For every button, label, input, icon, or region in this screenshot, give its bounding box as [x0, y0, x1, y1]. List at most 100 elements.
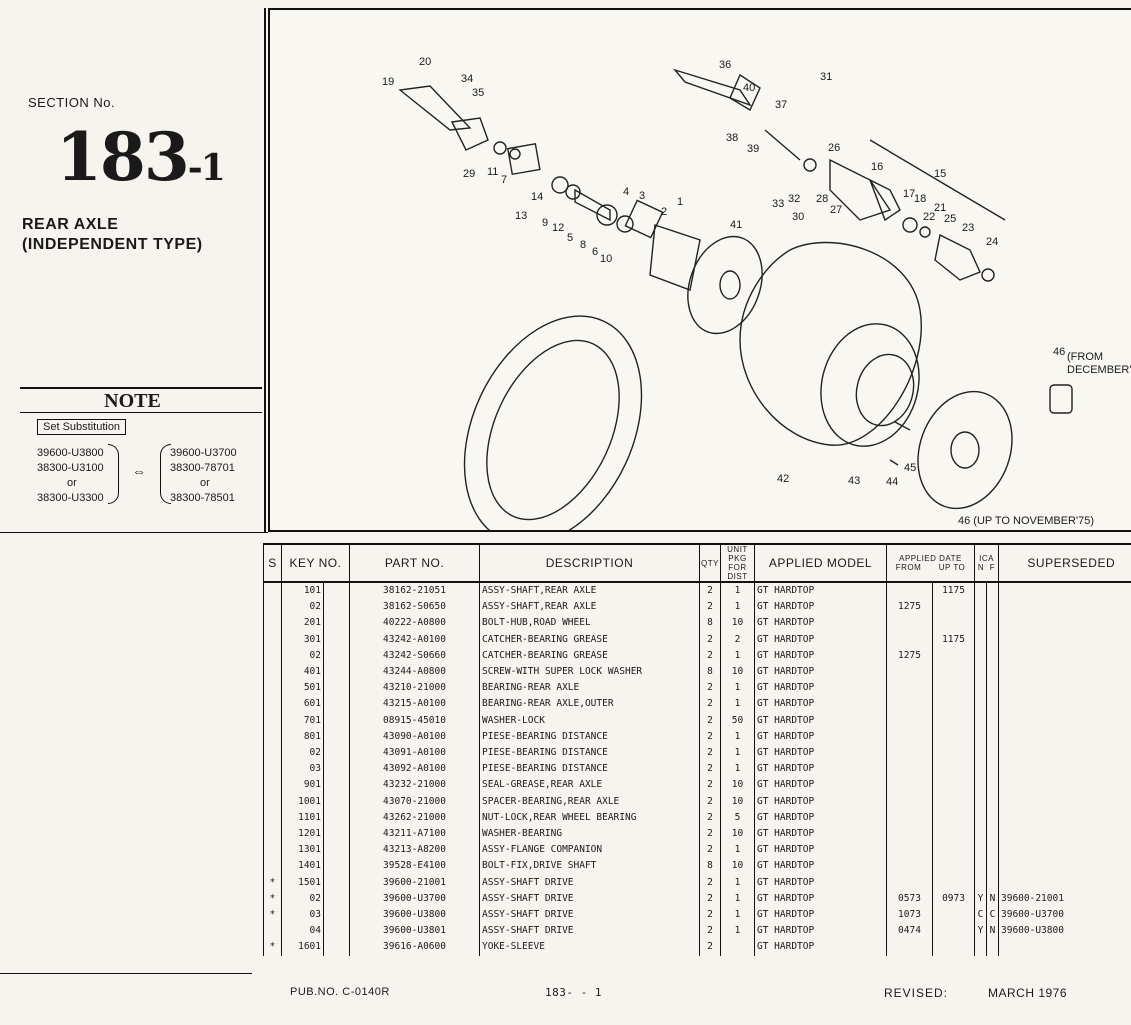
row-n: [974, 826, 987, 843]
row-pkg: 5: [720, 809, 755, 827]
row-upto: [931, 939, 975, 956]
row-from: [886, 712, 933, 729]
row-pkg: 1: [720, 582, 755, 600]
tire-drawing: [463, 315, 643, 530]
row-qty: 2: [699, 680, 721, 697]
row-s: [263, 664, 282, 681]
row-part: 43242-A0100: [349, 631, 480, 648]
row-desc: BEARING-REAR AXLE,OUTER: [479, 696, 700, 713]
row-pkg: 1: [720, 923, 755, 940]
row-qty: 2: [699, 907, 721, 924]
callout-19: 19: [382, 76, 395, 88]
subst-right-2: 38300-78701: [170, 462, 235, 474]
row-spacer: [323, 712, 350, 729]
parts-table-container: S KEY NO. PART NO. DESCRIPTION QTY UNIT …: [263, 543, 1131, 973]
row-f: [986, 728, 999, 746]
row-part: 39600-U3700: [349, 890, 480, 908]
row-from: [886, 664, 933, 681]
row-f: C: [986, 907, 999, 924]
callout-32: 32: [788, 193, 801, 205]
distance-piece-drawing: [574, 188, 611, 222]
drive-shaft-drawing: [398, 85, 472, 131]
row-f: [986, 664, 999, 681]
row-part: 43211-A7100: [349, 826, 480, 843]
callout-1: 1: [677, 196, 684, 208]
row-key: 02: [281, 647, 324, 665]
row-f: [986, 647, 999, 665]
row-superseded: [998, 761, 1131, 778]
row-spacer: [323, 939, 350, 956]
row-from: 1275: [886, 599, 933, 616]
callout-24: 24: [986, 236, 999, 248]
row-key: 1301: [281, 842, 324, 859]
row-superseded: [998, 599, 1131, 616]
row-pkg: 10: [720, 858, 755, 875]
callout-39: 39: [747, 143, 760, 155]
left-brace: [108, 444, 119, 504]
table-header-row: S KEY NO. PART NO. DESCRIPTION QTY UNIT …: [263, 543, 1131, 583]
row-f: [986, 939, 999, 956]
row-s: [263, 582, 282, 600]
row-part: 39616-A0600: [349, 939, 480, 956]
row-key: 02: [281, 890, 324, 908]
row-s: [263, 858, 282, 875]
row-spacer: [323, 680, 350, 697]
row-key: 04: [281, 923, 324, 940]
callout-5: 5: [567, 232, 574, 244]
callout-27: 27: [830, 204, 843, 216]
row-desc: BEARING-REAR AXLE: [479, 680, 700, 697]
row-spacer: [323, 761, 350, 778]
row-model: GT HARDTOP: [754, 599, 887, 616]
row-n: [974, 664, 987, 681]
row-model: GT HARDTOP: [754, 793, 887, 810]
row-n: [974, 809, 987, 827]
row-part: 43210-21000: [349, 680, 480, 697]
row-upto: [931, 728, 975, 746]
row-f: [986, 842, 999, 859]
callout-41: 41: [730, 219, 743, 231]
callout-december-label: DECEMBER': [1067, 364, 1131, 376]
row-n: [974, 777, 987, 794]
callout-12: 12: [552, 222, 565, 234]
row-n: [974, 761, 987, 778]
callout-21: 21: [934, 202, 947, 214]
row-superseded: [998, 647, 1131, 665]
callout-8: 8: [580, 239, 587, 251]
row-f: [986, 858, 999, 875]
row-qty: 2: [699, 631, 721, 648]
row-pkg: 2: [720, 631, 755, 648]
header-f: F: [989, 563, 996, 572]
drive-shaft-joint-drawing: [803, 158, 817, 172]
row-pkg: 1: [720, 874, 755, 891]
row-n: [974, 647, 987, 665]
row-from: [886, 761, 933, 778]
row-n: [974, 858, 987, 875]
row-desc: YOKE-SLEEVE: [479, 939, 700, 956]
row-from: [886, 858, 933, 875]
callout-46-upto: 46 (UP TO NOVEMBER'75): [958, 515, 1094, 527]
row-qty: 2: [699, 647, 721, 665]
left-panel-border: [264, 8, 266, 532]
row-qty: 2: [699, 809, 721, 827]
callout-42: 42: [777, 473, 790, 485]
row-spacer: [323, 809, 350, 827]
row-s: *: [263, 907, 282, 924]
row-desc: BOLT-HUB,ROAD WHEEL: [479, 615, 700, 632]
callout-7: 7: [501, 174, 508, 186]
left-bottom-rule: [0, 532, 268, 533]
shaft-bracket-line: [869, 139, 1006, 221]
row-key: 1001: [281, 793, 324, 810]
drive-shaft-end-drawing: [868, 178, 901, 222]
row-n: [974, 842, 987, 859]
callout-44: 44: [886, 476, 899, 488]
tire-with-wheel-drawing: [739, 241, 922, 446]
row-spacer: [323, 858, 350, 875]
seal-drawing: [616, 215, 634, 233]
